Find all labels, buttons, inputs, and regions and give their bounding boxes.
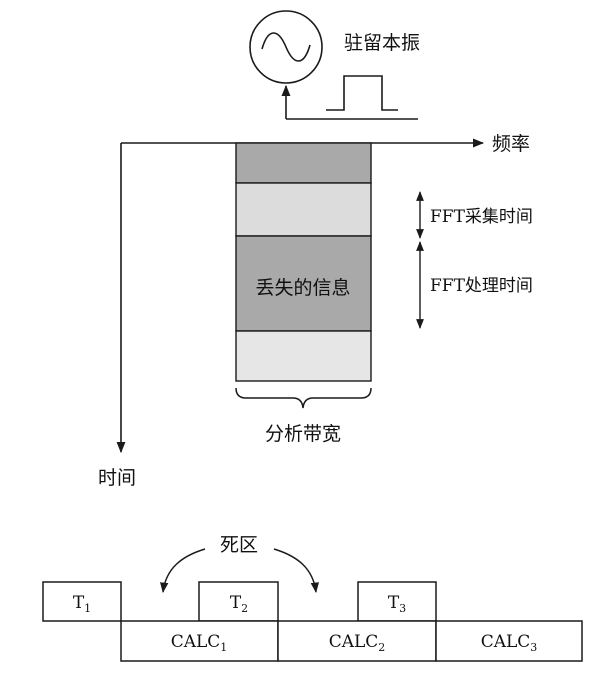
calculation-box: CALC1 [120, 620, 279, 662]
acquisition-subscript: 1 [84, 602, 91, 615]
svg-text:T3: T3 [388, 593, 406, 615]
svg-text:T2: T2 [230, 593, 248, 615]
dead-zone-callout: 死区 [160, 534, 319, 594]
fft-time-annotations: FFT采集时间 FFT处理时间 [416, 191, 533, 329]
calculation-subscript: 1 [220, 641, 227, 654]
acquire-time-label: FFT采集时间 [430, 207, 533, 227]
band-lost-info [235, 235, 372, 332]
dead-zone-arrow-right [273, 548, 319, 594]
bandwidth-brace [235, 387, 372, 409]
process-time-label: FFT处理时间 [430, 276, 533, 296]
oscillator-label: 驻留本振 [344, 32, 420, 54]
bandwidth-label: 分析带宽 [265, 423, 341, 445]
calculation-label: CALC [171, 632, 221, 652]
acquisition-subscript: 2 [241, 602, 248, 615]
analysis-band: 丢失的信息 分析带宽 [235, 142, 372, 445]
lost-info-label: 丢失的信息 [255, 277, 350, 299]
acquisition-label: T [230, 593, 242, 613]
acquisition-box: T2 [198, 581, 279, 622]
calculation-subscript: 2 [378, 641, 385, 654]
acquisition-box: T1 [42, 581, 122, 622]
acquisition-label: T [388, 593, 400, 613]
svg-text:CALC1: CALC1 [171, 632, 228, 654]
calculation-subscript: 3 [530, 641, 537, 654]
gate-pulse [326, 75, 398, 111]
calculation-label: CALC [329, 632, 379, 652]
frequency-axis-label: 频率 [492, 133, 530, 155]
svg-text:CALC2: CALC2 [329, 632, 386, 654]
acquisition-label: T [73, 593, 85, 613]
time-axis-label: 时间 [98, 467, 136, 489]
calculation-box: CALC3 [435, 620, 583, 662]
sine-wave-icon [249, 10, 323, 84]
svg-text:CALC3: CALC3 [481, 632, 538, 654]
band-acquire-1 [235, 142, 372, 184]
calculation-box: CALC2 [277, 620, 437, 662]
dead-zone-arrow-left [160, 548, 206, 594]
timing-row: T1 T2 T3 CALC1 CALC2 CALC3 [42, 581, 583, 662]
acquisition-subscript: 3 [399, 602, 406, 615]
local-oscillator: 驻留本振 [249, 10, 420, 120]
band-gap-1 [235, 182, 372, 237]
calculation-label: CALC [481, 632, 531, 652]
sine-wave-curve [261, 32, 311, 62]
band-gap-2 [235, 330, 372, 382]
dead-zone-label: 死区 [220, 534, 258, 556]
acquisition-box: T3 [357, 581, 437, 622]
svg-text:T1: T1 [73, 593, 91, 615]
